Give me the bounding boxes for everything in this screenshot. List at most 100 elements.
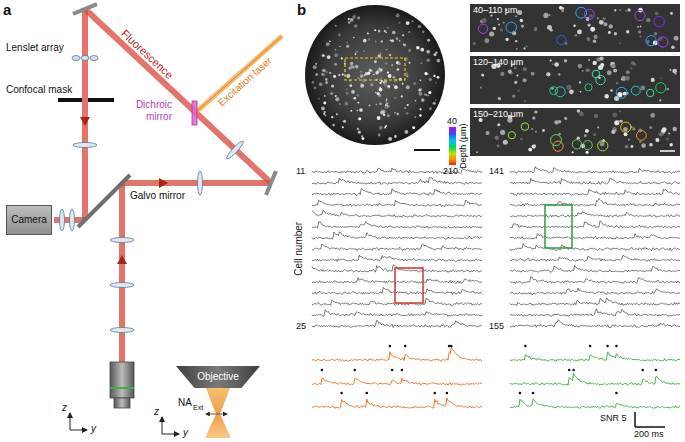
cell-dot xyxy=(618,120,620,122)
cell-dot xyxy=(354,14,355,15)
cell-dot xyxy=(482,18,487,23)
cell-dot xyxy=(350,62,354,66)
spike-dot xyxy=(340,392,343,395)
cell-dot xyxy=(373,74,374,75)
cell-dot xyxy=(610,89,613,92)
cell-dot xyxy=(352,15,355,18)
cell-dot xyxy=(402,83,404,85)
cell-dot xyxy=(326,71,328,73)
lenslet xyxy=(90,56,98,61)
cell-dot xyxy=(503,140,508,145)
cell-dot xyxy=(363,50,364,51)
cell-dot xyxy=(427,95,429,97)
activity-trace xyxy=(510,255,680,261)
activity-trace xyxy=(510,199,680,207)
activity-trace xyxy=(510,298,680,306)
cell-dot xyxy=(615,70,617,72)
cell-dot xyxy=(604,22,608,26)
cell-dot xyxy=(406,21,410,25)
cell-dot xyxy=(385,100,387,102)
cell-dot xyxy=(512,95,515,98)
cell-dot xyxy=(360,75,363,78)
cell-dot xyxy=(408,49,411,52)
cell-dot xyxy=(321,107,325,111)
cell-dot xyxy=(384,106,387,109)
cell-dot xyxy=(354,24,358,28)
cell-dot xyxy=(350,18,354,22)
cell-dot xyxy=(558,73,560,75)
cell-dot xyxy=(655,138,659,142)
cell-dot xyxy=(670,12,673,15)
cell-dot xyxy=(532,116,535,119)
cell-dot xyxy=(517,10,522,15)
cell-dot xyxy=(321,73,324,76)
cell-dot xyxy=(412,20,414,22)
cell-dot xyxy=(534,110,537,113)
activity-trace xyxy=(312,232,482,239)
cell-dot xyxy=(421,98,425,102)
spike-dot xyxy=(641,369,644,372)
cell-dot xyxy=(655,11,659,15)
cell-dot xyxy=(374,29,376,31)
cell-dot xyxy=(534,28,538,32)
beam-label: Fluorescence xyxy=(119,27,176,81)
cell-dot xyxy=(419,88,423,92)
cell-dot xyxy=(641,143,646,148)
cell-dot xyxy=(627,8,630,11)
axis-arrow xyxy=(162,417,163,434)
cell-dot xyxy=(397,68,399,70)
cell-dot xyxy=(357,16,360,19)
cell-dot xyxy=(357,102,359,104)
na-arrow xyxy=(209,414,227,415)
cell-dot xyxy=(394,85,398,89)
beam-arrow xyxy=(117,255,127,264)
cell-dot xyxy=(662,127,667,132)
activity-trace xyxy=(312,222,482,229)
cell-dot xyxy=(495,136,499,140)
cell-dot xyxy=(370,76,371,77)
cell-dot xyxy=(422,30,425,33)
roi-circle xyxy=(616,87,627,98)
cell-dot xyxy=(323,102,326,105)
activity-trace xyxy=(312,378,482,385)
cell-dot xyxy=(577,30,582,35)
cell-dot xyxy=(493,27,496,30)
depth-label: 40–110 μm xyxy=(473,5,518,15)
cell-dot xyxy=(623,92,627,96)
cell-dot xyxy=(433,53,436,56)
cell-dot xyxy=(515,40,517,42)
cell-dot xyxy=(593,39,596,42)
cell-dot xyxy=(396,37,399,40)
cell-dot xyxy=(614,32,617,35)
cell-dot xyxy=(614,129,616,131)
cell-dot xyxy=(418,25,422,29)
scale-bar xyxy=(634,412,636,427)
spike-dot xyxy=(391,369,394,372)
cell-dot xyxy=(649,126,652,129)
camera-box: Camera xyxy=(6,205,52,235)
cell-dot xyxy=(391,39,394,42)
scale-bar xyxy=(660,150,675,152)
cell-dot xyxy=(646,18,650,22)
cell-dot xyxy=(322,54,325,57)
cell-dot xyxy=(413,82,416,85)
cell-dot xyxy=(632,127,635,130)
activity-trace xyxy=(312,347,482,362)
cell-dot xyxy=(597,127,599,129)
activity-trace xyxy=(510,189,680,195)
cell-dot xyxy=(666,137,670,141)
cell-dot xyxy=(426,59,430,63)
activity-trace xyxy=(312,177,482,184)
cell-dot xyxy=(349,67,352,70)
cell-dot xyxy=(394,112,396,114)
activity-trace xyxy=(312,310,482,317)
cell-dot xyxy=(388,74,392,78)
activity-trace xyxy=(510,178,680,184)
cell-dot xyxy=(391,64,393,66)
cell-dot xyxy=(402,34,404,36)
cell-dot xyxy=(386,49,388,51)
depth-colorbar xyxy=(449,127,456,165)
cell-dot xyxy=(379,126,383,130)
activity-trace xyxy=(510,352,680,361)
cell-dot xyxy=(672,69,677,74)
